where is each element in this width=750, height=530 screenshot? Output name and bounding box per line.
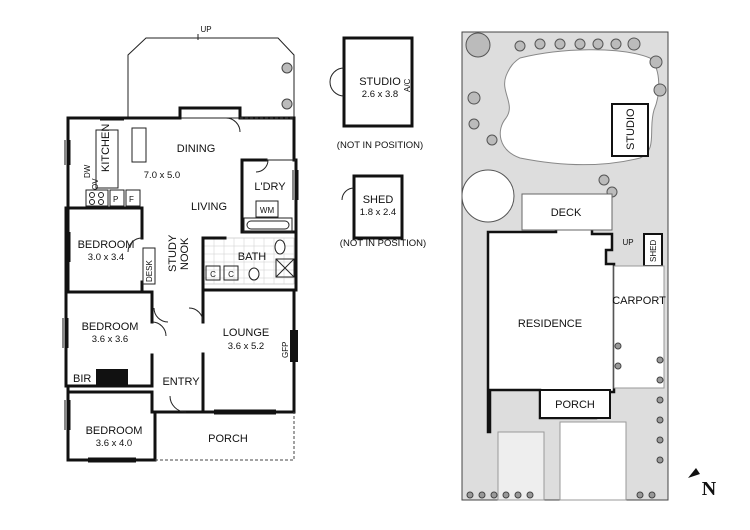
studio-outbuilding: STUDIO 2.6 x 3.8 A/C (NOT IN POSITION)	[329, 36, 423, 151]
shed-dims: 1.8 x 2.4	[360, 207, 396, 218]
studio-note: (NOT IN POSITION)	[337, 140, 423, 151]
bedroom1-label: BEDROOM	[78, 239, 135, 251]
living-label: LIVING	[191, 201, 227, 213]
bedroom3-dims: 3.6 x 4.0	[96, 438, 132, 449]
bedroom2-label: BEDROOM	[82, 321, 139, 333]
lounge-dims: 3.6 x 5.2	[228, 341, 264, 352]
north-label: N	[702, 478, 717, 500]
lounge-label: LOUNGE	[223, 327, 269, 339]
bath-label: BATH	[238, 251, 267, 263]
dining-label: DINING	[177, 143, 216, 155]
deck-plant-icon	[281, 98, 293, 110]
nook-label: NOOK	[179, 237, 191, 270]
site-shed-label: SHED	[649, 240, 658, 262]
shed-note: (NOT IN POSITION)	[340, 238, 426, 249]
bedroom3-label: BEDROOM	[86, 425, 143, 437]
ac-label: A/C	[403, 78, 412, 92]
studio-label: STUDIO	[359, 76, 401, 88]
study-label: STUDY	[167, 234, 179, 272]
site-plan: STUDIO DECK UP SHED RESIDENCE CARPORT PO…	[461, 31, 669, 501]
entry-label: ENTRY	[162, 376, 200, 388]
fridge-label: F	[129, 195, 134, 204]
deck-plant-icon	[281, 62, 293, 74]
bedroom2-dims: 3.6 x 3.6	[92, 334, 128, 345]
cupboard-label-2: C	[228, 270, 234, 279]
basin-icon	[274, 239, 286, 255]
kitchen-dims: 7.0 x 5.0	[144, 170, 180, 181]
deck-outline	[127, 37, 295, 119]
desk-label: DESK	[145, 260, 154, 282]
kitchen-label: KITCHEN	[100, 124, 112, 172]
gfp-label: GFP	[281, 342, 290, 358]
carport-label: CARPORT	[612, 295, 666, 307]
windows	[62, 116, 299, 463]
north-arrow-icon: N	[688, 468, 717, 500]
trees	[461, 32, 667, 223]
dw-label: DW	[83, 164, 92, 178]
site-up-label: UP	[622, 238, 633, 247]
pantry-label: P	[113, 195, 118, 204]
ov-label: OV	[91, 178, 100, 190]
deck-up-label: UP	[200, 25, 211, 34]
bir-label: BIR	[73, 373, 91, 385]
residence-label: RESIDENCE	[518, 318, 582, 330]
border-shrubs	[466, 342, 664, 499]
toilet-icon	[248, 267, 260, 281]
laundry-label: L'DRY	[254, 181, 286, 193]
shed-label: SHED	[363, 194, 394, 206]
cupboard-label-1: C	[210, 270, 216, 279]
studio-dims: 2.6 x 3.8	[362, 89, 398, 100]
bedroom1-dims: 3.0 x 3.4	[88, 252, 124, 263]
main-floor-plan: UP KITCHEN DW OV P F 7.0 x 5.0 DINING L'…	[62, 25, 299, 463]
site-porch-label: PORCH	[555, 399, 595, 411]
porch-label: PORCH	[208, 433, 248, 445]
site-studio-label: STUDIO	[625, 108, 637, 150]
site-deck-label: DECK	[551, 207, 582, 219]
shed-outbuilding: SHED 1.8 x 2.4 (NOT IN POSITION)	[340, 174, 426, 249]
wm-label: WM	[260, 206, 275, 215]
